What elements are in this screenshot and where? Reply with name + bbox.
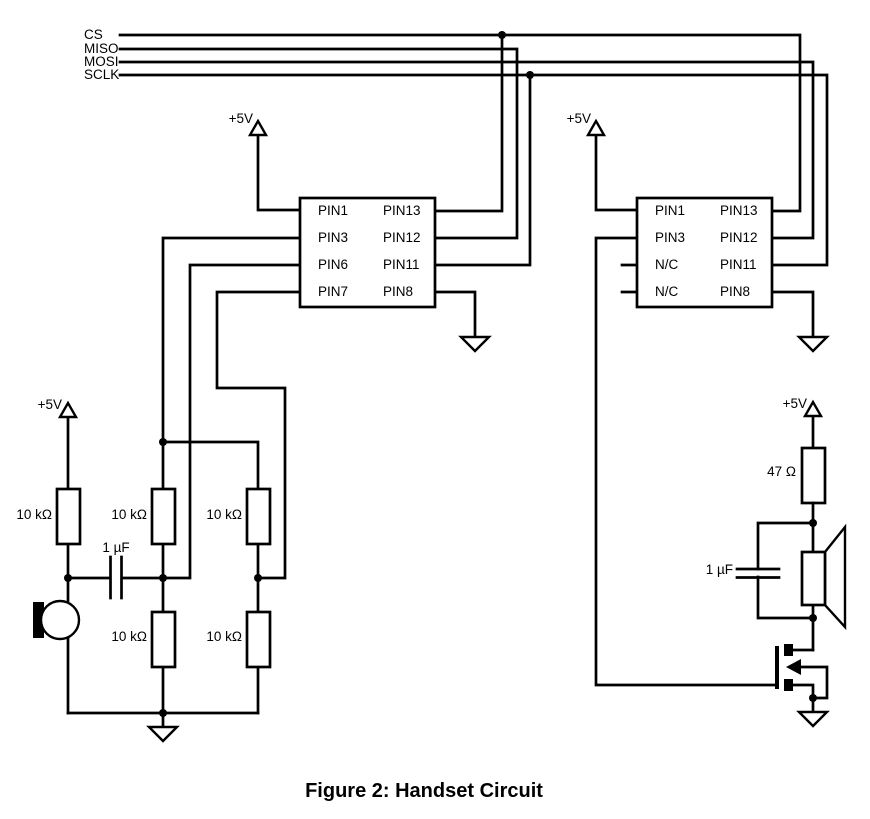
wire-pin3-branch bbox=[161, 440, 260, 491]
left-ic-pin13-label: PIN13 bbox=[383, 203, 421, 218]
right-ic-nc1-label: N/C bbox=[655, 257, 679, 272]
r-mid-top-label: 10 kΩ bbox=[111, 507, 147, 522]
junction-dot bbox=[526, 71, 534, 79]
resistor-icon bbox=[245, 610, 272, 669]
resistor-icon bbox=[245, 487, 272, 546]
spi-bus-labels: CS MISO MOSI SCLK bbox=[84, 27, 119, 82]
supply-label: +5V bbox=[38, 397, 62, 412]
r-right-top-label: 10 kΩ bbox=[206, 507, 242, 522]
wire-right-ic-gnd bbox=[770, 290, 815, 339]
junction-dot bbox=[809, 694, 817, 702]
cap-mic-label: 1 µF bbox=[102, 540, 129, 555]
ground-icon bbox=[796, 710, 830, 728]
ground-icon bbox=[146, 725, 180, 743]
bus-label-miso: MISO bbox=[84, 41, 119, 56]
junction-dot bbox=[159, 709, 167, 717]
left-ic-pin1-label: PIN1 bbox=[318, 203, 348, 218]
microphone-icon bbox=[39, 599, 81, 641]
left-ic-pin3-label: PIN3 bbox=[318, 230, 348, 245]
supply-arrow-icon bbox=[57, 400, 79, 419]
wire-cs bbox=[118, 33, 802, 213]
right-ic-pin3-label: PIN3 bbox=[655, 230, 685, 245]
figure-caption: Figure 2: Handset Circuit bbox=[305, 780, 543, 802]
junction-dot bbox=[159, 438, 167, 446]
supply-arrow-icon bbox=[247, 118, 269, 137]
right-ic: PIN1 PIN3 N/C N/C PIN13 PIN12 PIN11 PIN8 bbox=[635, 196, 774, 309]
left-ic-pin7-label: PIN7 bbox=[318, 284, 348, 299]
resistor-icon bbox=[55, 487, 82, 546]
wire-cap-bottom bbox=[756, 575, 815, 620]
right-ic-pin8-label: PIN8 bbox=[720, 284, 750, 299]
mosfet-body-arrow-icon bbox=[786, 659, 801, 675]
wire-left-ic-gnd bbox=[433, 290, 477, 339]
junction-dots bbox=[64, 31, 817, 717]
left-ic-pin6-label: PIN6 bbox=[318, 257, 348, 272]
junction-dot bbox=[64, 574, 72, 582]
spi-bus-wires bbox=[118, 33, 829, 267]
mosfet-symbol bbox=[775, 644, 830, 728]
right-ic-pin1-label: PIN1 bbox=[655, 203, 685, 218]
left-ic-pin8-label: PIN8 bbox=[383, 284, 413, 299]
r-speaker-label: 47 Ω bbox=[767, 464, 796, 479]
left-ic-supply: +5V bbox=[229, 111, 302, 212]
ground-icon bbox=[458, 335, 492, 353]
left-ic-pin12-label: PIN12 bbox=[383, 230, 421, 245]
wire-miso bbox=[118, 47, 519, 240]
supply-arrow-icon bbox=[802, 399, 824, 418]
microphone-icon-bar bbox=[33, 602, 44, 638]
wire-pin3-to-gate bbox=[594, 236, 778, 687]
r-right-bottom-label: 10 kΩ bbox=[206, 629, 242, 644]
supply-label: +5V bbox=[783, 396, 807, 411]
right-ic-supply: +5V bbox=[567, 111, 639, 212]
right-ic-pin12-label: PIN12 bbox=[720, 230, 758, 245]
r-mid-bottom-label: 10 kΩ bbox=[111, 629, 147, 644]
wire-cap-top bbox=[756, 521, 815, 571]
resistor-icon bbox=[150, 487, 177, 546]
junction-dot bbox=[809, 519, 817, 527]
wire-left-ic-vcc bbox=[256, 133, 302, 212]
bus-label-cs: CS bbox=[84, 27, 103, 42]
wire-pin7 bbox=[215, 290, 302, 580]
resistor-icon bbox=[800, 446, 827, 505]
junction-dot bbox=[254, 574, 262, 582]
right-ic-pin13-label: PIN13 bbox=[720, 203, 758, 218]
supply-label: +5V bbox=[229, 111, 253, 126]
wire-pin3-divider bbox=[161, 236, 302, 491]
right-ic-wires bbox=[594, 236, 830, 687]
left-ic-wires bbox=[161, 236, 492, 580]
wire-cs-left-branch bbox=[433, 33, 504, 213]
mosfet-source-pad bbox=[784, 679, 793, 691]
cap-speaker-label: 1 µF bbox=[706, 562, 733, 577]
wire-body bbox=[797, 665, 829, 700]
mosfet-drain-pad bbox=[784, 644, 793, 656]
right-ic-body bbox=[635, 196, 774, 309]
resistor-icon bbox=[150, 610, 177, 669]
right-ic-pin11-label: PIN11 bbox=[720, 257, 757, 272]
supply-arrow-icon bbox=[585, 118, 607, 137]
left-ic-body bbox=[298, 196, 437, 309]
right-ic-nc2-label: N/C bbox=[655, 284, 679, 299]
wire-source bbox=[788, 683, 815, 700]
ground-icon bbox=[796, 335, 830, 353]
wire-sclk-left-branch bbox=[433, 73, 532, 267]
wire-sclk bbox=[118, 73, 829, 267]
wire-right-ic-vcc bbox=[594, 133, 639, 212]
left-ic: PIN1 PIN3 PIN6 PIN7 PIN13 PIN12 PIN11 PI… bbox=[298, 196, 437, 309]
mic-section: +5V 1 µF 10 kΩ 10 kΩ 10 kΩ 10 kΩ 10 kΩ bbox=[16, 397, 272, 743]
wire-mosi bbox=[118, 60, 815, 240]
junction-dot bbox=[159, 574, 167, 582]
supply-label: +5V bbox=[567, 111, 591, 126]
bus-label-mosi: MOSI bbox=[84, 54, 119, 69]
left-ic-pin11-label: PIN11 bbox=[383, 257, 420, 272]
junction-dot bbox=[809, 614, 817, 622]
junction-dot bbox=[498, 31, 506, 39]
wire-pin6 bbox=[161, 263, 302, 580]
speaker-icon bbox=[800, 550, 827, 607]
speaker-section: +5V 47 Ω 1 µF bbox=[706, 396, 847, 728]
r-mic-bias-label: 10 kΩ bbox=[16, 507, 52, 522]
bus-label-sclk: SCLK bbox=[84, 67, 119, 82]
